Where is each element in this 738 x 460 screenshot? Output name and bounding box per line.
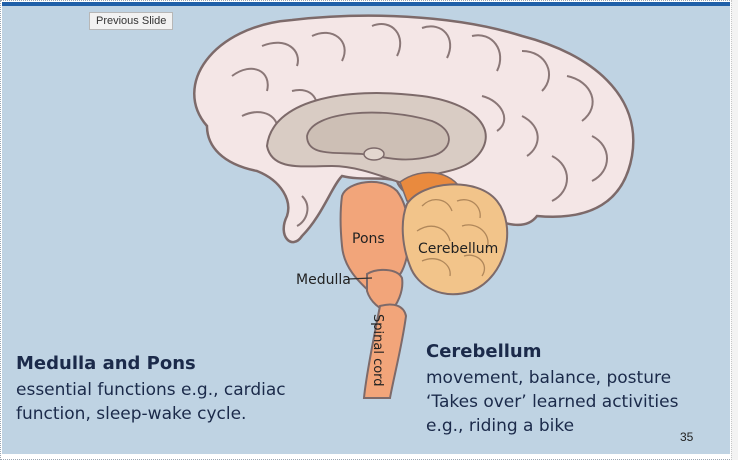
- label-pons: Pons: [352, 231, 385, 247]
- spinal-cord: [362, 303, 408, 399]
- thalamus: [306, 111, 450, 161]
- label-spinal-cord: Spinal cord: [370, 314, 385, 387]
- medulla-pons-body: essential functions e.g., cardiac functi…: [16, 378, 316, 426]
- previous-slide-tooltip: Previous Slide: [89, 12, 174, 30]
- cerebellum-line-1: movement, balance, posture: [426, 368, 672, 388]
- cerebellum-body: movement, balance, posture ‘Takes over’ …: [426, 366, 716, 438]
- medulla-pons-line-2: function, sleep-wake cycle.: [16, 404, 247, 424]
- medulla-pons-line-1: essential functions e.g., cardiac: [16, 380, 286, 400]
- label-cerebellum: Cerebellum: [418, 241, 499, 257]
- gyri-lines: [231, 23, 608, 227]
- slide-top-bar: [2, 2, 730, 6]
- cerebellum-folia: [416, 199, 489, 277]
- medulla: [366, 268, 404, 313]
- cerebellum: [401, 183, 509, 296]
- slide-page-number: 35: [680, 430, 694, 444]
- scrollbar-track[interactable]: [731, 0, 738, 460]
- cerebellum-line-2: ‘Takes over’ learned activities: [426, 392, 679, 412]
- medulla-pons-title: Medulla and Pons: [16, 353, 196, 374]
- cerebellum-title: Cerebellum: [426, 341, 542, 362]
- cerebellum-line-3: e.g., riding a bike: [426, 416, 575, 436]
- brain-diagram: Spinal cord: [193, 14, 635, 399]
- slide-canvas: Spinal cord Pons Cerebellum Medulla Medu…: [2, 6, 730, 454]
- medulla-pointer: [347, 277, 373, 280]
- label-medulla: Medulla: [296, 272, 351, 288]
